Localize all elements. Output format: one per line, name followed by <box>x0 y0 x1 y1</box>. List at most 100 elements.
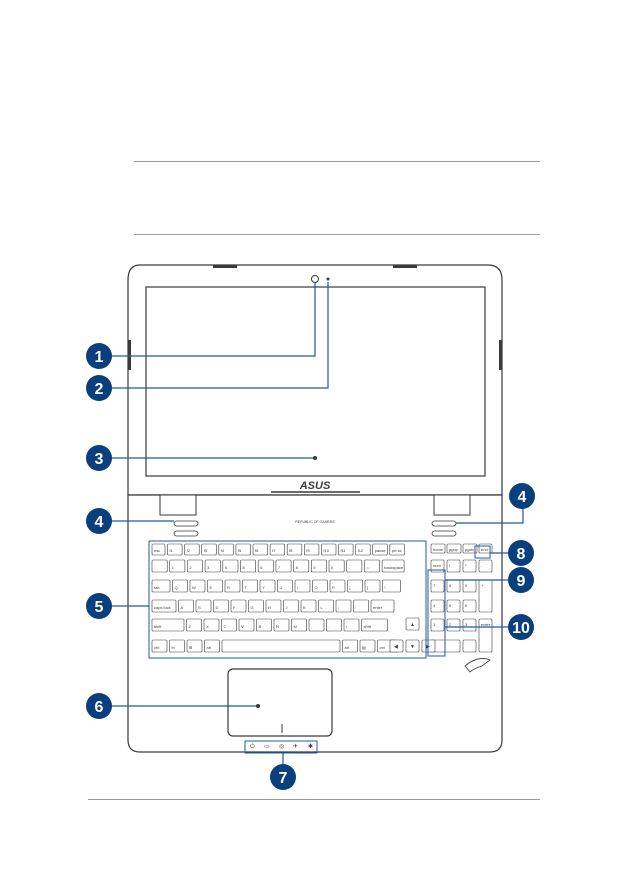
numpad-key[interactable]: 3 <box>462 618 477 632</box>
key[interactable]: Z <box>186 618 202 632</box>
numpad-key[interactable]: * <box>462 559 477 573</box>
key[interactable]: enter <box>370 599 395 613</box>
key-label: B <box>259 624 262 629</box>
key[interactable]: B <box>256 618 272 632</box>
key[interactable]: f2 <box>184 543 200 556</box>
key[interactable]: A <box>178 599 194 613</box>
key[interactable]: D <box>213 599 229 613</box>
key[interactable]: U <box>277 579 293 593</box>
numpad-key[interactable]: pgdn <box>462 543 478 554</box>
key[interactable]: pause <box>372 543 388 556</box>
key[interactable]: K <box>300 599 317 613</box>
key[interactable]: 8 <box>293 559 310 573</box>
key[interactable]: Q <box>172 579 188 593</box>
numpad-key[interactable]: 4 <box>430 599 445 613</box>
key[interactable]: E <box>207 579 223 593</box>
key[interactable]: T <box>242 579 258 593</box>
key[interactable]: L <box>318 599 334 613</box>
key[interactable]: R <box>224 579 241 593</box>
key[interactable]: V <box>238 618 255 632</box>
numpad-key[interactable]: 7 <box>430 579 445 593</box>
key[interactable]: M <box>291 618 307 632</box>
key[interactable]: alt <box>204 639 220 653</box>
key[interactable]: f11 <box>338 543 354 556</box>
numpad-key[interactable]: 6 <box>462 599 477 613</box>
key[interactable]: [ <box>347 579 363 593</box>
key-label: f11 <box>341 548 347 553</box>
key[interactable]: F <box>230 599 247 613</box>
key[interactable]: ' <box>353 599 369 613</box>
key[interactable]: X <box>203 618 220 632</box>
key[interactable]: 2 <box>187 559 203 573</box>
key[interactable]: O <box>312 579 328 593</box>
key[interactable]: 5 <box>240 559 256 573</box>
numpad-key[interactable]: 1 <box>430 618 445 632</box>
key[interactable]: , <box>308 618 325 632</box>
key[interactable]: ` <box>151 559 168 573</box>
numpad-key[interactable]: 5 <box>446 599 461 613</box>
key[interactable]: 3 <box>204 559 221 573</box>
key[interactable]: ⊞ <box>186 639 203 653</box>
arrow-key[interactable]: ◀ <box>389 639 404 653</box>
numpad-key[interactable]: pgup <box>446 543 462 554</box>
key[interactable]: S <box>195 599 212 613</box>
key[interactable]: f5 <box>235 543 251 556</box>
key[interactable]: I <box>294 579 311 593</box>
key[interactable]: ] <box>364 579 381 593</box>
key[interactable]: f10 <box>321 543 337 556</box>
key[interactable]: caps lock <box>151 599 177 613</box>
key[interactable]: C <box>221 618 237 632</box>
numpad-key[interactable]: num <box>430 559 445 573</box>
numpad-key[interactable]: enter <box>478 618 493 653</box>
key[interactable]: N <box>273 618 290 632</box>
key[interactable]: f12 <box>355 543 371 556</box>
key[interactable]: Y <box>259 579 276 593</box>
key[interactable]: f8 <box>286 543 303 556</box>
key[interactable]: backspace <box>381 559 405 573</box>
numpad-key[interactable]: 9 <box>462 579 477 593</box>
key[interactable]: 1 <box>169 559 186 573</box>
key[interactable]: ; <box>335 599 352 613</box>
key[interactable]: tab <box>151 579 171 593</box>
key[interactable]: f6 <box>252 543 268 556</box>
key[interactable]: 7 <box>275 559 292 573</box>
key[interactable]: ▤ <box>359 639 376 653</box>
key[interactable]: 9 <box>310 559 327 573</box>
key[interactable]: f3 <box>201 543 217 556</box>
key[interactable]: f1 <box>167 543 183 556</box>
numpad-key[interactable]: home <box>430 543 446 554</box>
key[interactable]: f9 <box>303 543 320 556</box>
key[interactable]: prt sc <box>389 543 405 556</box>
key[interactable]: = <box>364 559 380 573</box>
key[interactable]: 6 <box>257 559 274 573</box>
key[interactable]: ctrl <box>151 639 168 653</box>
key[interactable]: - <box>346 559 363 573</box>
numpad-key[interactable]: + <box>478 579 493 613</box>
numpad-key[interactable]: 8 <box>446 579 461 593</box>
key[interactable]: f4 <box>218 543 234 556</box>
arrow-key[interactable]: ▼ <box>405 639 420 653</box>
key[interactable] <box>221 639 341 653</box>
numpad-key[interactable]: . <box>462 639 477 653</box>
arrow-key[interactable]: ▲ <box>405 617 420 631</box>
numpad-key[interactable]: - <box>478 559 493 573</box>
key[interactable]: P <box>329 579 346 593</box>
key[interactable]: J <box>283 599 299 613</box>
key[interactable]: fn <box>169 639 185 653</box>
key[interactable]: esc <box>151 543 166 556</box>
key[interactable]: W <box>189 579 206 593</box>
key[interactable]: f7 <box>269 543 286 556</box>
numpad-key[interactable]: / <box>446 559 461 573</box>
key[interactable]: shift <box>151 618 185 632</box>
key[interactable]: H <box>265 599 282 613</box>
touchpad[interactable] <box>227 668 333 737</box>
key[interactable]: 4 <box>222 559 239 573</box>
key[interactable]: \ <box>382 579 401 593</box>
key[interactable]: alt <box>342 639 358 653</box>
numpad-key[interactable]: 2 <box>446 618 461 632</box>
key[interactable]: shift <box>361 618 388 632</box>
key[interactable]: 0 <box>328 559 345 573</box>
key[interactable]: . <box>326 618 342 632</box>
key[interactable]: G <box>248 599 264 613</box>
key[interactable]: / <box>343 618 360 632</box>
